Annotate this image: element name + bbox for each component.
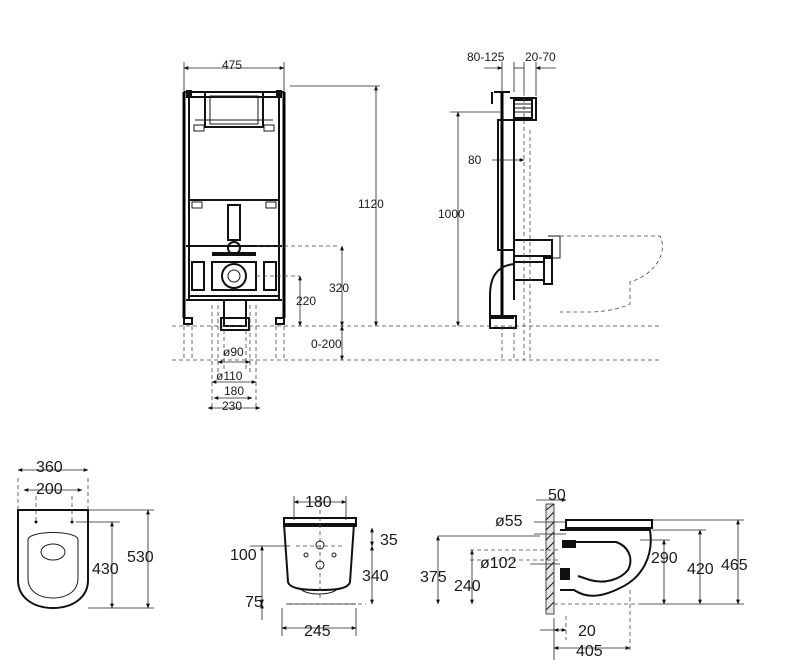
toilet-rear-dimensions: [250, 496, 374, 636]
dim-flush-height: 320: [329, 281, 349, 295]
dim-rear-top-width: 180: [305, 494, 332, 511]
frame-front-view: [182, 90, 340, 410]
dim-side-depth: 80-125: [467, 50, 505, 64]
dim-fix-230: 230: [222, 399, 242, 413]
toilet-rear-view: [282, 496, 366, 605]
dim-outlet-dia: ø102: [480, 555, 517, 572]
toilet-top-view: [17, 478, 89, 610]
frame-front-dimensions: [183, 62, 380, 410]
dim-h240: 240: [454, 578, 481, 595]
toilet-side-view: [470, 503, 653, 650]
dim-inlet-dia: ø55: [495, 513, 523, 530]
dim-hole-distance: 430: [92, 561, 119, 578]
dim-h465: 465: [721, 557, 748, 574]
dim-drain-height: 220: [296, 294, 316, 308]
dim-rear-340: 340: [362, 568, 389, 585]
dim-pipe-90: ø90: [223, 345, 244, 359]
dim-inlet-depth: 50: [548, 487, 566, 504]
dim-toilet-length: 530: [127, 549, 154, 566]
dim-side-offset: 80: [468, 153, 482, 167]
toilet-top-dimensions: [17, 468, 154, 609]
dim-frame-height: 1120: [358, 197, 384, 211]
dim-h420: 420: [687, 561, 714, 578]
frame-side-view: [489, 91, 663, 360]
toilet-side-dimensions: [436, 498, 744, 660]
dim-frame-width: 475: [222, 58, 242, 72]
dim-h290: 290: [651, 550, 678, 567]
frame-side-dimensions: [450, 62, 556, 327]
dim-floor-range: 0-200: [311, 337, 342, 351]
dim-side-height: 1000: [438, 207, 465, 221]
dim-rear-75: 75: [245, 594, 263, 611]
dim-rear-100: 100: [230, 547, 257, 564]
dim-pipe-110: ø110: [216, 369, 243, 383]
dim-rear-bottom-width: 245: [304, 623, 331, 640]
dim-d405: 405: [576, 643, 603, 660]
dim-hole-spacing: 200: [36, 481, 63, 498]
dim-h375: 375: [420, 569, 447, 586]
dim-side-adjust: 20-70: [525, 50, 556, 64]
dim-toilet-width: 360: [36, 459, 63, 476]
dim-fix-180: 180: [224, 384, 244, 398]
dim-rear-offset: 35: [380, 532, 398, 549]
dim-d20: 20: [578, 623, 596, 640]
